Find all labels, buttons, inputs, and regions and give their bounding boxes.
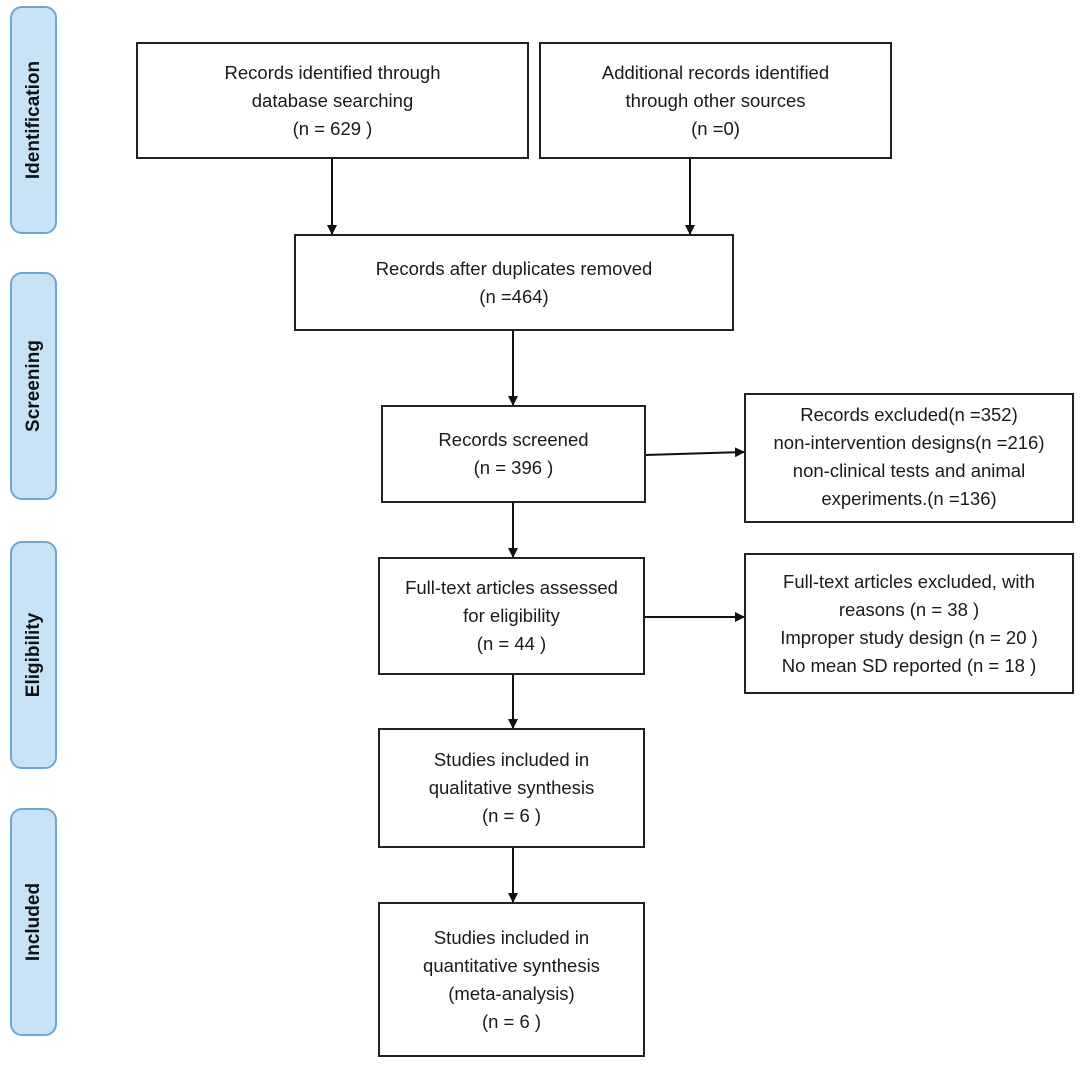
box-line: through other sources — [625, 89, 806, 111]
box-line: (n =464) — [479, 285, 549, 307]
box-line: (n = 396 ) — [473, 457, 554, 478]
box-line: Studies included in — [433, 926, 590, 948]
box-line: Full-text articles assessed — [405, 577, 618, 598]
box-line: database searching — [251, 89, 414, 111]
box-fulltext-excluded: Full-text articles excluded, with reason… — [744, 553, 1074, 694]
box-line: (meta-analysis) — [448, 982, 575, 1004]
stage-screening: Screening — [10, 272, 57, 500]
box-line: experiments.(n =136) — [821, 488, 997, 509]
box-records-excluded: Records excluded(n =352) non-interventio… — [744, 393, 1074, 523]
box-line: No mean SD reported (n = 18 ) — [781, 654, 1037, 676]
box-line: for eligibility — [463, 605, 560, 626]
box-database-search: Records identified through database sear… — [136, 42, 529, 159]
box-line: Records screened — [438, 429, 589, 450]
box-line: (n = 6 ) — [481, 805, 542, 826]
box-line: quantitative synthesis — [423, 954, 600, 976]
box-line: non-intervention designs(n =216) — [773, 432, 1045, 453]
box-line: Studies included in — [433, 749, 590, 770]
arrow-screened-to-excluded — [644, 447, 745, 458]
box-line: Full-text articles excluded, with — [783, 570, 1035, 592]
box-line: (n = 6 ) — [481, 1010, 542, 1032]
stage-identification: Identification — [10, 6, 57, 234]
box-line: reasons (n = 38 ) — [838, 598, 980, 620]
box-line: (n = 629 ) — [292, 117, 373, 139]
box-line: (n = 44 ) — [476, 633, 547, 654]
stage-included: Included — [10, 808, 57, 1036]
box-qualitative-synthesis: Studies included in qualitative synthesi… — [378, 728, 645, 848]
box-line: Records excluded(n =352) — [800, 404, 1018, 425]
box-line: Records identified through — [224, 61, 441, 83]
box-other-sources: Additional records identified through ot… — [539, 42, 892, 159]
box-records-screened: Records screened (n = 396 ) — [381, 405, 646, 503]
box-line: Additional records identified — [601, 61, 830, 83]
box-fulltext-assessed: Full-text articles assessed for eligibil… — [378, 557, 645, 675]
box-line: qualitative synthesis — [428, 777, 595, 798]
box-line: non-clinical tests and animal — [792, 460, 1026, 481]
box-quantitative-synthesis: Studies included in quantitative synthes… — [378, 902, 645, 1057]
box-line: Improper study design (n = 20 ) — [780, 626, 1038, 648]
box-line: Records after duplicates removed — [375, 257, 653, 279]
box-duplicates-removed: Records after duplicates removed (n =464… — [294, 234, 734, 331]
stage-eligibility: Eligibility — [10, 541, 57, 769]
box-line: (n =0) — [691, 117, 740, 139]
